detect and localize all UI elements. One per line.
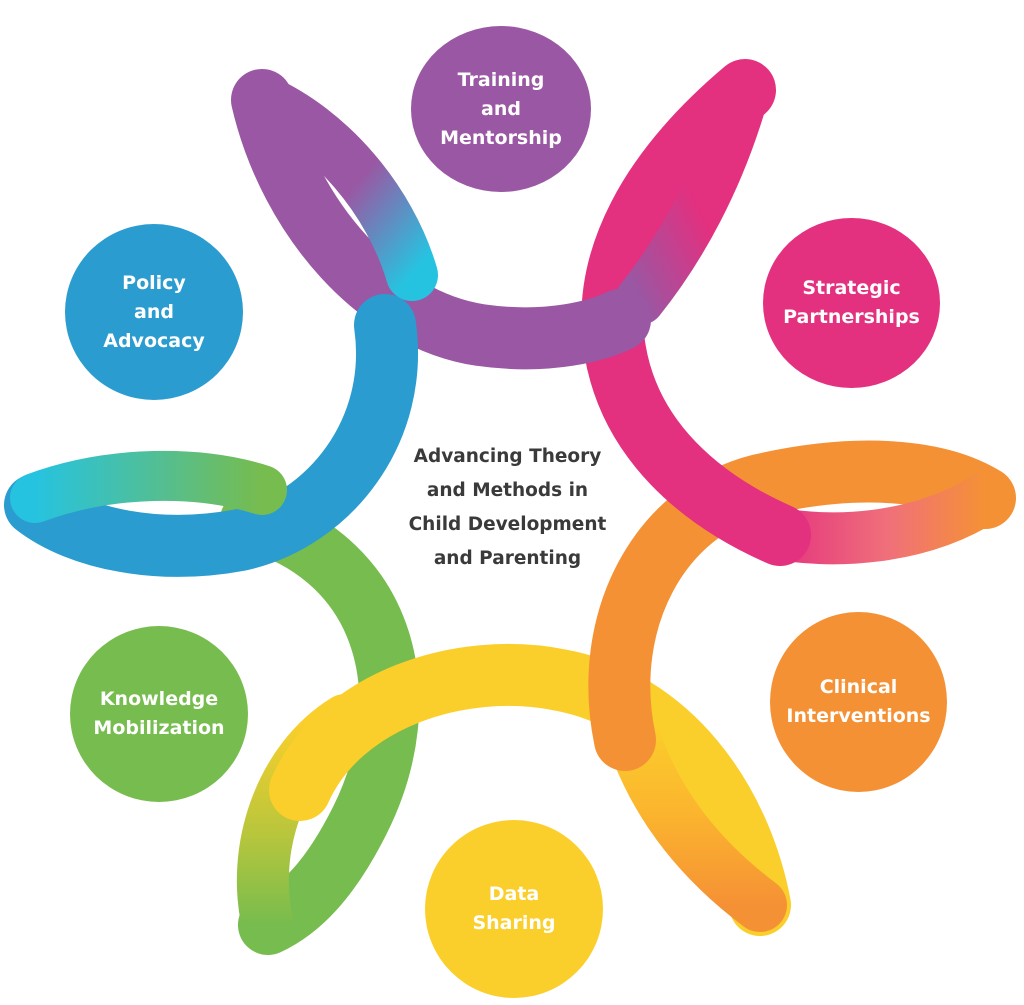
arc-yellow [269,643,791,936]
arc-purple-tail [236,74,438,301]
bubble-label: Knowledge Mobilization [93,688,225,739]
bubble-strategic-partnerships: Strategic Partnerships [763,218,940,388]
bubble-clinical-interventions: Clinical Interventions [770,612,947,792]
bubble-training-and-mentorship: Training and Mentorship [411,26,591,192]
bubble-data-sharing: Data Sharing [425,820,603,998]
arc-green [220,490,420,955]
arc-blue [4,294,418,577]
bubble-label: Policy and Advocacy [103,271,205,352]
arc-purple [231,69,651,370]
bubble-label: Training and Mentorship [440,68,562,149]
center-title: Advancing Theory and Methods in Child De… [408,446,607,569]
bubble-label: Data Sharing [472,883,556,934]
bubble-label: Strategic Partnerships [783,277,920,328]
bubble-policy-and-advocacy: Policy and Advocacy [65,224,243,400]
arc-blue-tail [10,450,287,523]
bubble-knowledge-mobilization: Knowledge Mobilization [70,626,248,802]
arc-magenta-tail [615,65,770,325]
bubble-label: Clinical Interventions [786,676,931,727]
